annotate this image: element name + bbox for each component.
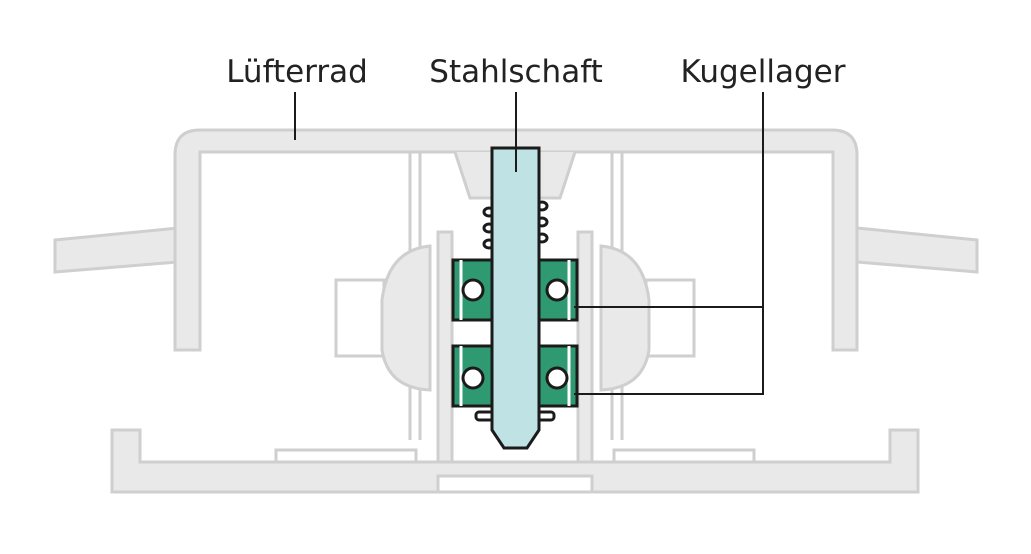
- lower-ball-left: [461, 366, 485, 390]
- leader-lines: [294, 92, 764, 395]
- fan-housing: [53, 128, 979, 494]
- upper-ball-bearing: [451, 258, 579, 322]
- label-fan-wheel: Lüfterrad: [226, 54, 368, 90]
- bearing-tube-right: [576, 230, 594, 472]
- left-fan-blade: [53, 226, 180, 274]
- lower-ball-right: [545, 366, 569, 390]
- fan-wheel-cap: [173, 128, 859, 352]
- upper-ball-left: [461, 278, 485, 302]
- magnet-left: [334, 278, 386, 358]
- lower-ball-bearing: [451, 344, 579, 408]
- label-steel-shaft: Stahlschaft: [429, 54, 602, 90]
- base-frame: [110, 428, 920, 494]
- steel-shaft: [490, 146, 541, 450]
- upper-ball-right: [545, 278, 569, 302]
- base-foot: [436, 474, 594, 494]
- base-plate-right: [612, 448, 756, 464]
- bearing-tube-left: [436, 230, 454, 472]
- leader-bearing-lower: [574, 307, 764, 395]
- coil-left: [380, 244, 432, 392]
- right-fan-blade: [855, 226, 979, 274]
- coil-right: [599, 244, 651, 392]
- magnet-right: [644, 278, 696, 358]
- base-plate-left: [274, 448, 418, 464]
- label-ball-bearing: Kugellager: [681, 54, 846, 90]
